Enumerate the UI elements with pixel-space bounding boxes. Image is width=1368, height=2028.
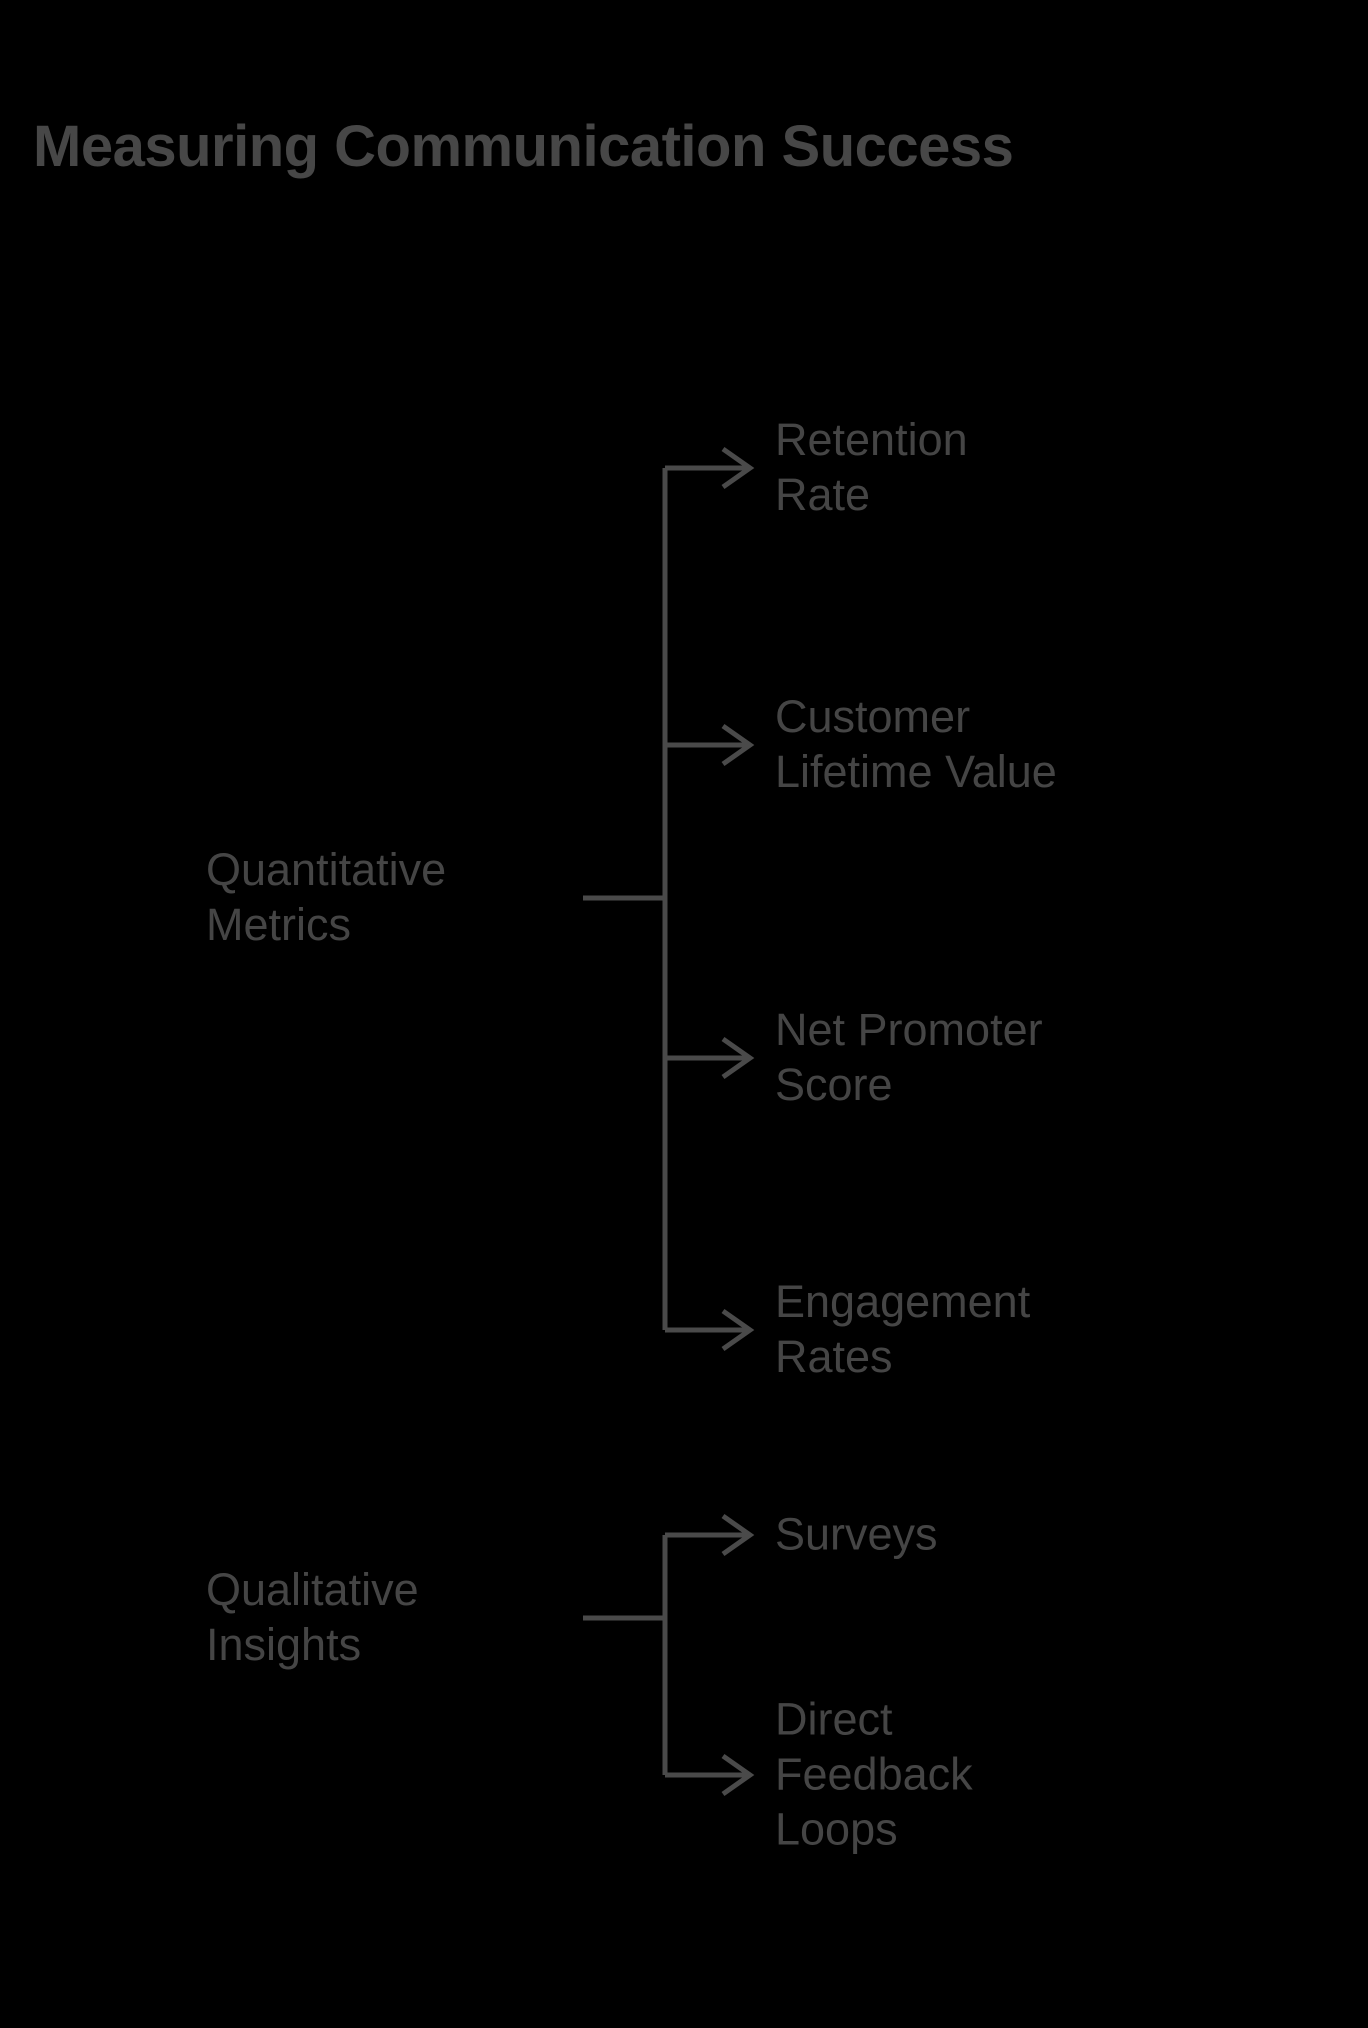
node-label-surveys[interactable]: Surveys: [775, 1508, 938, 1560]
node-label-customer-lifetime-value[interactable]: Customer Lifetime Value: [775, 691, 1057, 797]
node-label-net-promoter-score[interactable]: Net Promoter Score: [775, 1004, 1043, 1110]
arrowhead-engagement-rates: [721, 1308, 755, 1352]
arrowhead-net-promoter-score: [721, 1036, 755, 1080]
arrowhead-customer-lifetime-value: [721, 723, 755, 767]
node-label-retention-rate[interactable]: Retention Rate: [775, 414, 968, 520]
branch-label-quantitative-metrics[interactable]: Quantitative Metrics: [206, 844, 447, 950]
arrowhead-direct-feedback-loops: [721, 1753, 755, 1797]
arrowhead-surveys: [721, 1513, 755, 1557]
node-label-engagement-rates[interactable]: Engagement Rates: [775, 1276, 1031, 1382]
branch-label-qualitative-insights[interactable]: Qualitative Insights: [206, 1564, 419, 1670]
arrowhead-retention-rate: [721, 446, 755, 490]
node-label-direct-feedback-loops[interactable]: Direct Feedback Loops: [775, 1693, 973, 1855]
page-title: Measuring Communication Success: [33, 114, 1014, 179]
